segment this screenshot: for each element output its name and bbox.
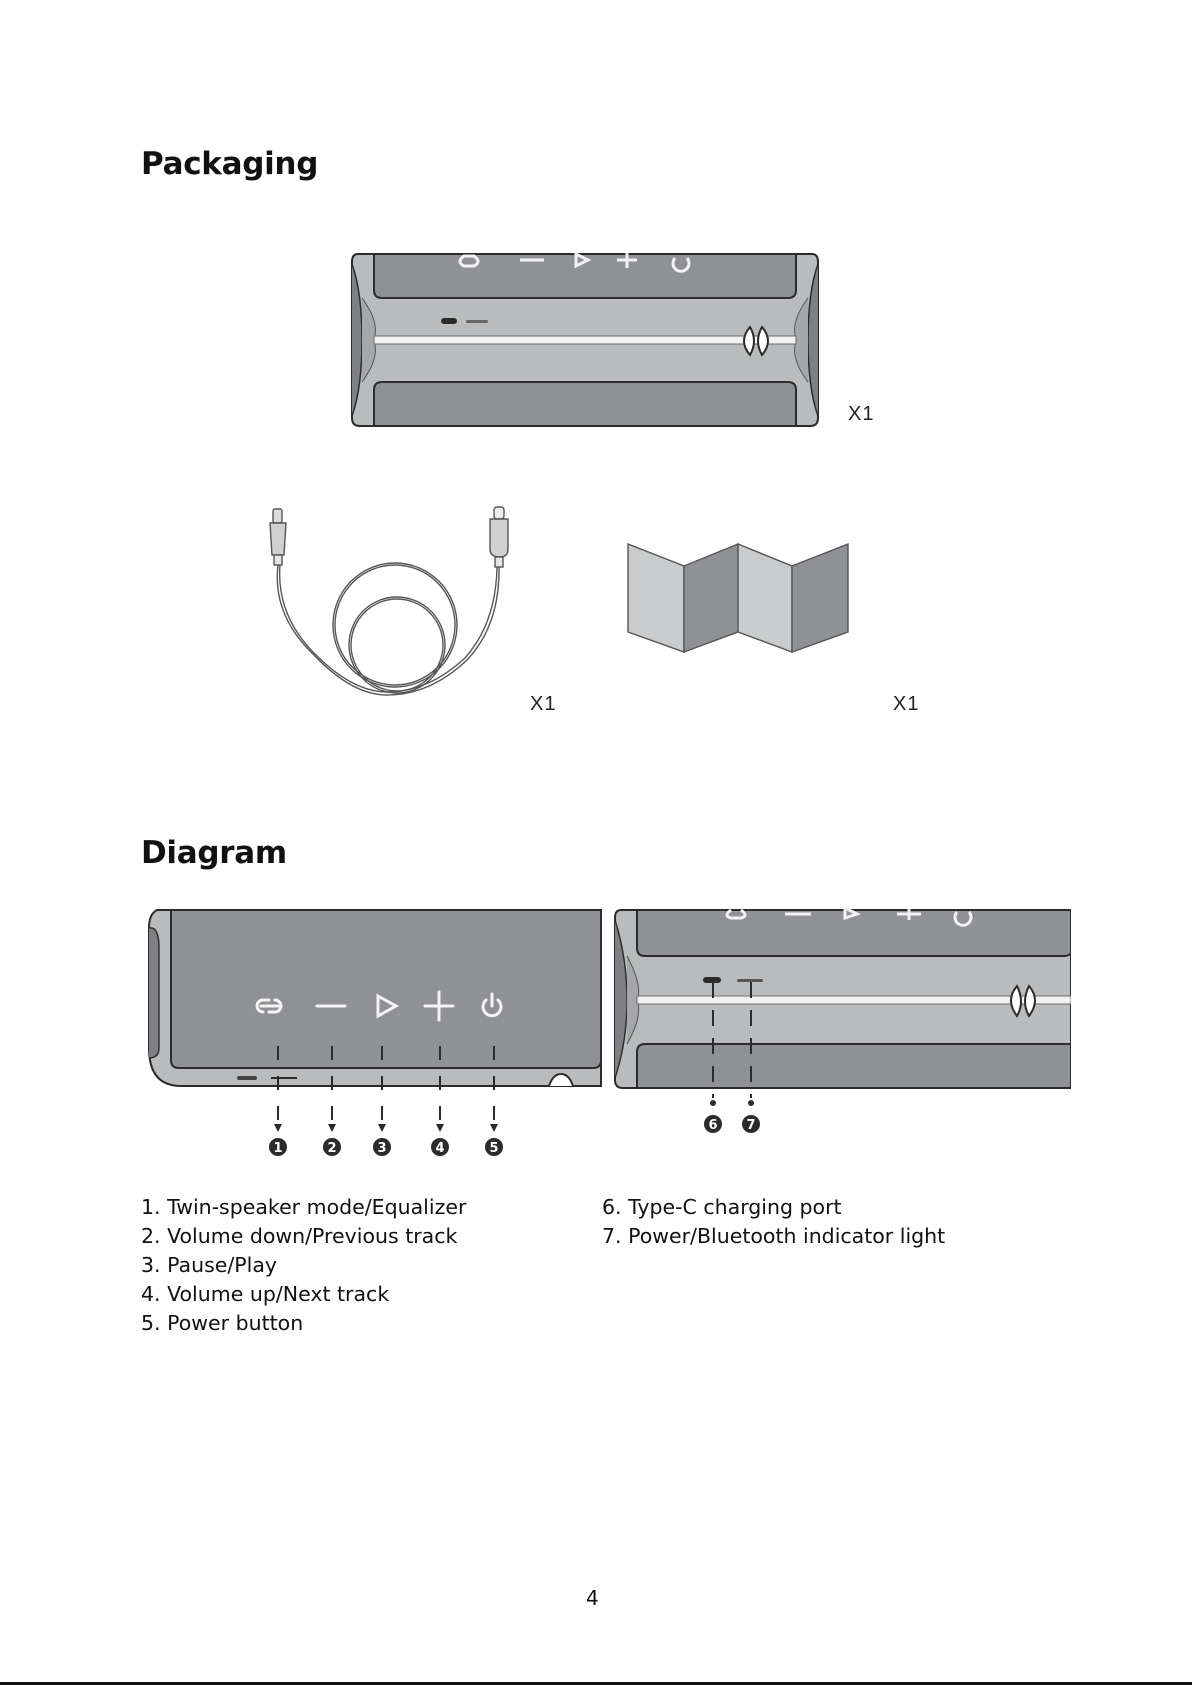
speaker-top-view-icon bbox=[350, 252, 820, 428]
callout-3: 3 bbox=[377, 1141, 386, 1156]
legend-item: 4. Volume up/Next track bbox=[141, 1280, 466, 1309]
usb-c-cable-icon bbox=[262, 505, 532, 705]
manual-quantity: X1 bbox=[893, 693, 919, 716]
page-number: 4 bbox=[586, 1586, 599, 1610]
speaker-quantity: X1 bbox=[848, 403, 874, 426]
callout-5: 5 bbox=[489, 1141, 498, 1156]
callout-1: 1 bbox=[273, 1141, 282, 1156]
legend-item: 3. Pause/Play bbox=[141, 1251, 466, 1280]
packaging-heading: Packaging bbox=[141, 146, 318, 182]
legend-right: 6. Type-C charging port 7. Power/Bluetoo… bbox=[602, 1193, 945, 1251]
legend-item: 6. Type-C charging port bbox=[602, 1193, 945, 1222]
cable-quantity: X1 bbox=[530, 693, 556, 716]
callout-6: 6 bbox=[708, 1118, 717, 1133]
port-callout-markers: 6 7 bbox=[695, 980, 765, 1136]
diagram-heading: Diagram bbox=[141, 835, 287, 871]
legend-item: 1. Twin-speaker mode/Equalizer bbox=[141, 1193, 466, 1222]
callout-2: 2 bbox=[327, 1141, 336, 1156]
legend-item: 5. Power button bbox=[141, 1309, 466, 1338]
folded-manual-icon bbox=[626, 540, 850, 656]
legend-item: 2. Volume down/Previous track bbox=[141, 1222, 466, 1251]
legend-left: 1. Twin-speaker mode/Equalizer 2. Volume… bbox=[141, 1193, 466, 1338]
legend-item: 7. Power/Bluetooth indicator light bbox=[602, 1222, 945, 1251]
speaker-side-view-icon bbox=[613, 908, 1071, 1090]
callout-7: 7 bbox=[746, 1118, 755, 1133]
callout-4: 4 bbox=[435, 1141, 444, 1156]
button-callout-markers: 1 2 3 4 5 bbox=[260, 1040, 510, 1158]
